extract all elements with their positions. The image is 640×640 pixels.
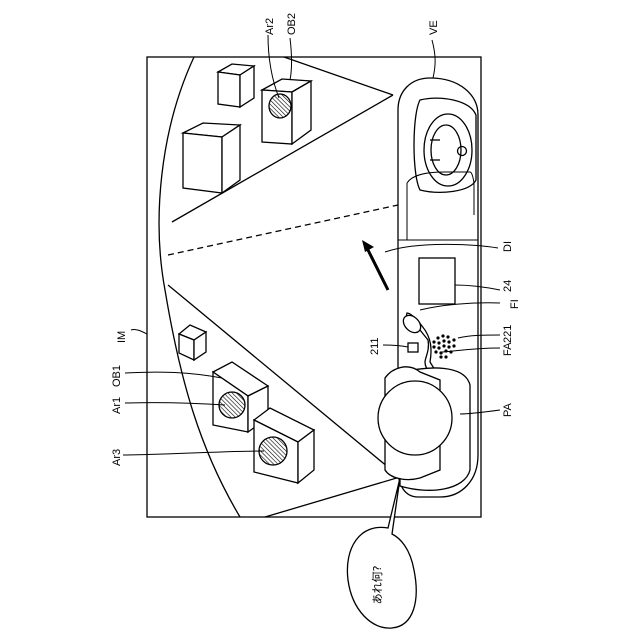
label-di: DI	[502, 241, 514, 252]
object-ob2	[262, 79, 311, 144]
label-ar2: Ar2	[264, 18, 276, 35]
label-pa: PA	[502, 402, 514, 417]
camera-211	[408, 343, 418, 352]
microphone-221	[432, 334, 455, 358]
object-ar3-cube	[254, 408, 314, 483]
leader-fa	[442, 348, 500, 352]
direction-arrow	[367, 248, 388, 290]
cube-small-top	[218, 64, 254, 107]
leader-221	[458, 335, 500, 338]
label-im: IM	[116, 331, 128, 343]
label-fa: FA	[502, 342, 514, 356]
speech-bubble	[347, 478, 416, 628]
dashed-divider	[168, 205, 398, 255]
direction-arrow-head	[362, 240, 374, 252]
region-ar2	[269, 94, 291, 118]
label-24: 24	[502, 280, 514, 292]
steering-wheel	[414, 98, 476, 192]
leader-ar1	[125, 403, 225, 405]
leader-im	[131, 329, 147, 334]
label-ve: VE	[428, 20, 440, 35]
leader-ve	[432, 40, 435, 78]
passenger-hand	[400, 312, 424, 336]
cube-small-lower	[179, 325, 206, 360]
label-ar3: Ar3	[111, 449, 123, 466]
cube-large	[183, 123, 240, 193]
leader-ar3	[123, 451, 264, 455]
lower-view-line-bottom	[265, 477, 400, 517]
display-24	[419, 258, 455, 304]
label-221: 221	[502, 325, 514, 343]
leader-ob1	[125, 372, 222, 378]
cabin-outline	[407, 172, 474, 215]
passenger-head	[378, 381, 452, 455]
leader-211	[383, 345, 408, 347]
label-ar1: Ar1	[111, 397, 123, 414]
speech-bubble-text: あれ何?	[371, 565, 384, 604]
label-211: 211	[369, 337, 381, 355]
label-fi: FI	[509, 299, 521, 309]
label-ob2: OB2	[286, 13, 298, 35]
label-ob1: OB1	[111, 365, 123, 387]
